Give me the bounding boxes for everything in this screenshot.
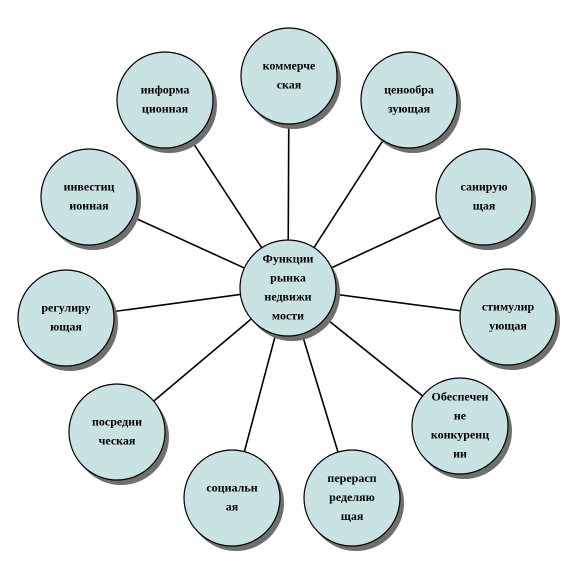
node-sanitizing-label-line-1: санирую: [461, 179, 508, 193]
node-social-label-line-2: ая: [226, 499, 239, 513]
node-redistributing-label-line-3: щая: [341, 509, 364, 523]
node-stimulating: стимулир ующая: [459, 268, 560, 370]
node-stimulating-label-line-2: ующая: [489, 318, 527, 332]
node-commercial-label-line-2: ская: [277, 77, 302, 91]
node-social: социальн ая: [183, 449, 284, 551]
node-competition-label-line-2: не: [454, 408, 467, 422]
node-competition-label-line-1: Обеспечен: [432, 389, 489, 403]
node-intermediary-label-line-1: посредни: [92, 414, 142, 428]
center-node-label-line-4: мости: [272, 308, 304, 322]
node-circle: [435, 148, 533, 246]
node-regulating-label-line-1: регулиру: [41, 300, 90, 314]
node-circle: [360, 51, 458, 149]
node-redistributing-label-line-2: ределяю: [329, 490, 375, 504]
node-sanitizing: санирую щая: [435, 148, 536, 250]
node-stimulating-label-line-1: стимулир: [482, 299, 535, 313]
center-node: Функции рынка недвижи мости: [239, 239, 340, 341]
node-social-label-line-1: социальн: [206, 480, 257, 494]
node-circle: [116, 51, 214, 149]
center-node-label-line-3: недвижи: [264, 289, 311, 303]
node-intermediary: посредни ческая: [68, 383, 169, 485]
node-competition-label-line-3: конкуренц: [431, 427, 489, 441]
node-price-forming-label-line-1: ценообра: [384, 82, 434, 96]
node-circle: [240, 27, 338, 125]
node-investment-label-line-2: ионная: [69, 198, 109, 212]
node-regulating: регулиру ющая: [17, 269, 118, 371]
node-regulating-label-line-2: ющая: [50, 319, 82, 333]
node-circle: [68, 383, 166, 481]
node-redistributing: перерасп ределяю щая: [303, 449, 404, 551]
node-redistributing-label-line-1: перерасп: [327, 471, 376, 485]
node-circle: [40, 148, 138, 246]
node-circle: [411, 377, 509, 475]
node-commercial: коммерче ская: [240, 27, 341, 129]
node-sanitizing-label-line-2: щая: [473, 198, 496, 212]
center-node-label-line-1: Функции: [263, 251, 314, 265]
node-price-forming: ценообра зующая: [360, 51, 461, 153]
node-informational-label-line-1: информа: [141, 82, 190, 96]
node-circle: [183, 449, 281, 547]
node-commercial-label-line-1: коммерче: [263, 58, 316, 72]
node-circle: [303, 449, 401, 547]
node-circle: [459, 268, 557, 366]
node-circle: [17, 269, 115, 367]
node-price-forming-label-line-2: зующая: [388, 101, 431, 115]
node-competition-label-line-4: ии: [453, 446, 467, 460]
node-investment: инвестиц ионная: [40, 148, 141, 250]
center-node-label-line-2: рынка: [270, 270, 306, 284]
node-informational-label-line-2: ционная: [142, 101, 189, 115]
node-competition: Обеспечен не конкуренц ии: [411, 377, 512, 479]
node-investment-label-line-1: инвестиц: [64, 179, 115, 193]
satellite-nodes: коммерче ская ценообра зующая санирую щая стим…: [17, 27, 560, 551]
center-node-circle: [239, 239, 337, 337]
node-intermediary-label-line-2: ческая: [99, 433, 136, 447]
node-informational: информа ционная: [116, 51, 217, 153]
